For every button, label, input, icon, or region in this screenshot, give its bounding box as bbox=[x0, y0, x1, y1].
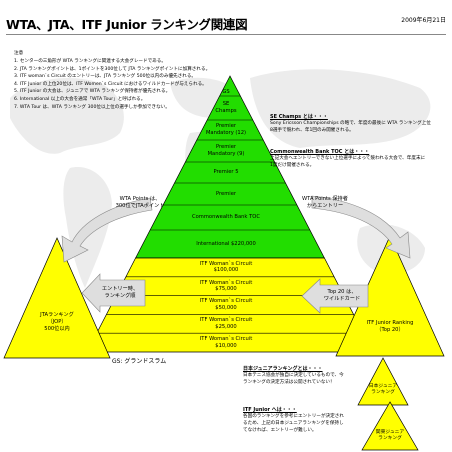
jta-ranking-line: 500位以内 bbox=[44, 326, 70, 332]
wta-tier-label: Premier 5 bbox=[0, 169, 452, 176]
wta-tier-label: GS bbox=[0, 89, 452, 96]
tier-label-line: $10,000 bbox=[215, 342, 237, 349]
tier-label-line: ITF Woman`s Circuit bbox=[199, 260, 253, 267]
title-divider bbox=[6, 34, 446, 35]
itf-junior-note-line: てなければ、エントリーが難しい。 bbox=[243, 428, 317, 433]
commonwealth-line: 1度だけ開催される。 bbox=[270, 163, 315, 168]
itf-junior-note: ITF Junior へは・・・ 各国のランキングを参考にエントリーが決定され … bbox=[243, 406, 344, 434]
jta-ranking-label: JTAランキング （JOP） 500位以内 bbox=[22, 312, 92, 333]
tier-label-line: ITF Woman`s Circuit bbox=[199, 317, 253, 324]
notes-list: 1. センターの三角形が WTA ランキングに関連する大会グレードである。 2.… bbox=[14, 58, 210, 111]
wta-tier-label: International $220,000 bbox=[0, 241, 452, 248]
japan-junior-badge-line: 日本ジュニア bbox=[368, 384, 398, 389]
kanto-junior-badge-line: ランキング bbox=[378, 436, 402, 442]
itf-tier-label: ITF Woman`s Circuit$75,000 bbox=[0, 280, 452, 293]
wta-tier-label: Commonwealth Bank TOC bbox=[0, 214, 452, 221]
tier-label-line: ITF Woman`s Circuit bbox=[199, 336, 253, 342]
note-line: 1. センターの三角形が WTA ランキングに関連する大会グレードである。 bbox=[14, 59, 166, 64]
tier-label-line: Mandatory (12) bbox=[205, 129, 247, 136]
note-line: 7. WTA Tour は、WTA ランキング 300位以上位の選手しか参加でき… bbox=[14, 104, 170, 110]
tier-label-line: $50,000 bbox=[215, 304, 237, 311]
note-line: 5. ITF Junior の大会は、ジュニアで WTA ランキング保持者が優先… bbox=[14, 89, 171, 95]
japan-junior-badge-label: 日本ジュニア ランキング bbox=[356, 384, 410, 397]
tier-label-line: GS bbox=[222, 88, 230, 95]
wta-points-line: 300位でJTAポイント bbox=[115, 203, 165, 209]
jta-ranking-line: （JOP） bbox=[47, 319, 67, 325]
tier-label-line: $25,000 bbox=[215, 323, 237, 330]
note-line: 2. JTA ランキングポイントは、1ポイントを300位して JTA ランキング… bbox=[14, 66, 211, 72]
top20-label: Top 20 は、 ワイルドカード bbox=[314, 289, 370, 303]
note-line: 4. ITF Junior の上位20位は、ITF Women`s Circui… bbox=[14, 81, 207, 87]
se-champs-note: SE Champs とは・・・ Sony Ericsson Championsh… bbox=[270, 113, 431, 134]
top20-wildcard-arrow bbox=[301, 278, 369, 314]
wta-points-label: WTA Points は、 300位でJTAポイント bbox=[100, 196, 180, 210]
itf-junior-line: ITF Junior Ranking bbox=[366, 320, 414, 326]
date-stamp: 2009年6月21日 bbox=[401, 17, 446, 24]
commonwealth-header: Commonwealth Bank TOC とは・・・ bbox=[270, 149, 370, 155]
japan-junior-line: 日本テニス協会が独自に決定しているもので、今 bbox=[243, 373, 344, 378]
wta-holders-arrow bbox=[311, 195, 411, 259]
itf-junior-note-line: 各国のランキングを参考にエントリーが決定され bbox=[243, 414, 344, 419]
notes-heading: 注意 bbox=[14, 51, 24, 56]
se-champs-line: 8選手で競われ、年1回のみ開催される。 bbox=[270, 128, 354, 133]
grand-slam-legend: GS: グランドスラム bbox=[112, 358, 167, 365]
wta-tier-label: Premier bbox=[0, 191, 452, 198]
wta-holders-line: WTA Points 保持者 bbox=[302, 196, 348, 202]
tier-label-line: Premier bbox=[215, 144, 237, 151]
wta-points-line: WTA Points は、 bbox=[119, 196, 161, 202]
tier-label-line: Mandatory (9) bbox=[207, 150, 245, 157]
tier-label-line: ITF Woman`s Circuit bbox=[199, 279, 253, 286]
japan-junior-badge-line: ランキング bbox=[371, 390, 395, 396]
itf-tier-label: ITF Woman`s Circuit$50,000 bbox=[0, 298, 452, 311]
entry-priority-arrow bbox=[81, 273, 146, 313]
kanto-junior-badge-line: 関東ジュニア bbox=[375, 430, 405, 435]
tier-label-line: ITF Woman`s Circuit bbox=[199, 298, 253, 305]
tier-label-line: Premier 5 bbox=[213, 169, 239, 176]
japan-junior-note: 日本ジュニアランキングとは・・・ 日本テニス協会が独自に決定しているもので、今 … bbox=[243, 365, 344, 386]
entry-priority-line: ランキング順 bbox=[104, 293, 136, 299]
itf-junior-ranking-label: ITF Junior Ranking （Top 20） bbox=[350, 320, 430, 334]
japan-junior-badge bbox=[357, 357, 409, 406]
wta-points-arrow bbox=[61, 197, 153, 263]
kanto-junior-badge-label: 関東ジュニア ランキング bbox=[363, 430, 417, 443]
entry-priority-label: エントリー時、 ランキング順 bbox=[92, 286, 148, 300]
note-line: 6. International 以上の大会を通常「WTA Tour」と呼ばれる… bbox=[14, 96, 146, 102]
japan-junior-header: 日本ジュニアランキングとは・・・ bbox=[243, 366, 323, 372]
commonwealth-note: Commonwealth Bank TOC とは・・・ 上記大会へエントリーでき… bbox=[270, 148, 425, 169]
commonwealth-line: 上記大会へエントリーできない上位選手によって競われる大会で、年度末に bbox=[270, 156, 426, 161]
itf-junior-note-line: るため、上記の日本ジュニアランキングを保持し bbox=[243, 421, 344, 426]
itf-junior-line: （Top 20） bbox=[376, 327, 404, 333]
tier-label-line: International $220,000 bbox=[196, 240, 256, 247]
tier-label-line: Premier bbox=[215, 123, 237, 130]
entry-priority-line: エントリー時、 bbox=[101, 286, 139, 292]
itf-tier-label: ITF Woman`s Circuit$100,000 bbox=[0, 261, 452, 274]
kanto-junior-badge bbox=[361, 401, 419, 451]
itf-junior-header: ITF Junior へは・・・ bbox=[243, 407, 297, 413]
tier-label-line: $75,000 bbox=[215, 286, 237, 293]
itf-tier-label: ITF Woman`s Circuit$25,000 bbox=[0, 317, 452, 330]
tier-label-line: Premier bbox=[215, 190, 237, 197]
se-champs-line: Sony Ericsson Championships の略で、年度の最後に W… bbox=[270, 121, 431, 126]
japan-junior-line: ランキングの決定方法は公開されていない！ bbox=[243, 380, 335, 385]
wta-holders-label: WTA Points 保持者 からエントリー bbox=[280, 196, 370, 210]
note-line: 3. ITF woman`s Circuit のエントリーは、JTA ランキング… bbox=[14, 74, 197, 80]
wta-holders-line: からエントリー bbox=[306, 203, 344, 209]
jta-ranking-line: JTAランキング bbox=[40, 312, 74, 318]
se-champs-header: SE Champs とは・・・ bbox=[270, 114, 328, 120]
top20-line: ワイルドカード bbox=[323, 296, 361, 302]
page-title: WTA、JTA、ITF Junior ランキング関連図 bbox=[6, 17, 248, 32]
tier-label-line: Champs bbox=[215, 107, 237, 114]
tier-label-line: SE bbox=[222, 101, 230, 108]
top20-line: Top 20 は、 bbox=[327, 289, 357, 295]
jta-ranking-triangle bbox=[3, 237, 111, 359]
tier-label-line: Commonwealth Bank TOC bbox=[192, 214, 260, 221]
tier-label-line: $100,000 bbox=[213, 267, 239, 274]
itf-tier-label: ITF Woman`s Circuit$10,000 bbox=[0, 336, 452, 349]
